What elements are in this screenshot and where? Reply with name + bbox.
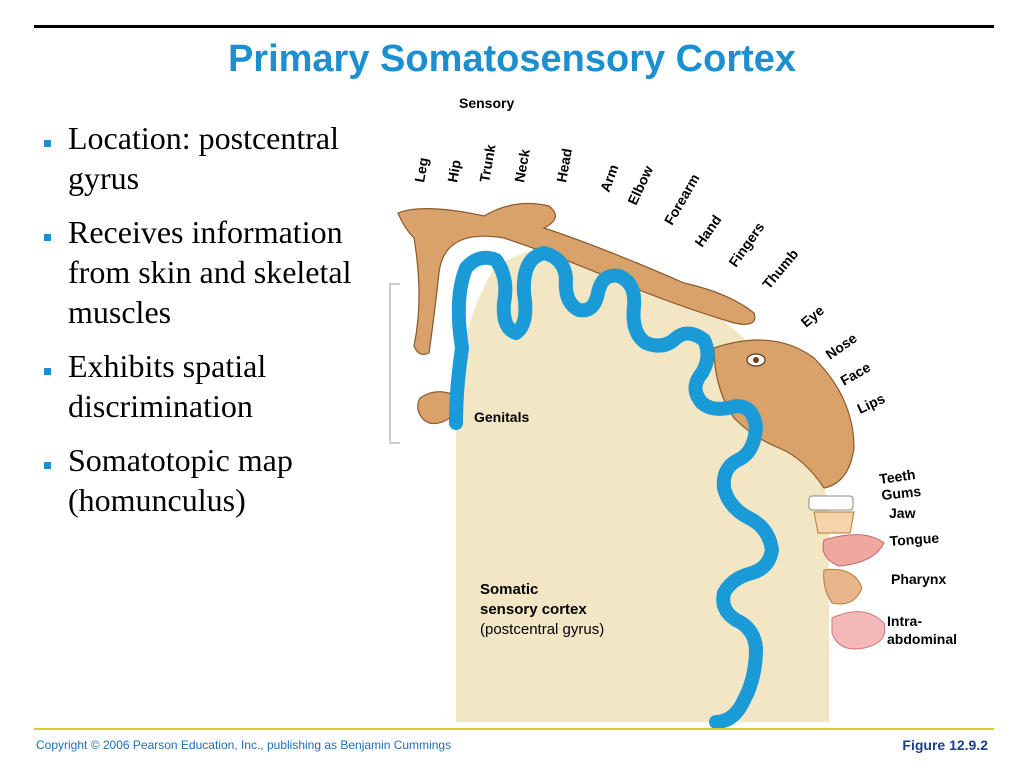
copyright-text: Copyright © 2006 Pearson Education, Inc.…	[36, 738, 452, 752]
bullet-text: Somatotopic map (homunculus)	[68, 442, 293, 518]
pharynx-shape	[823, 568, 863, 605]
postcentral-gyrus	[449, 246, 779, 728]
bullet-item: Somatotopic map (homunculus)	[40, 440, 370, 520]
intestine-shape	[831, 611, 886, 650]
cortex-label-1: Somatic	[480, 581, 538, 598]
tongue-shape	[822, 534, 885, 567]
homunculus-head	[713, 339, 855, 489]
cortex-label-2: sensory cortex	[480, 601, 587, 618]
homunculus-pupil	[753, 357, 759, 363]
label-fingers: Fingers	[725, 219, 767, 270]
homunculus-figure: Sensory Leg Hip Trunk Neck Head Arm Elbo…	[384, 88, 1004, 728]
label-leg: Leg	[411, 156, 431, 183]
bullet-square-icon	[44, 234, 51, 241]
label-hip: Hip	[444, 159, 464, 184]
label-jaw: Jaw	[889, 505, 916, 521]
label-head: Head	[553, 147, 575, 183]
label-gums: Gums	[881, 483, 922, 503]
label-arm: Arm	[597, 162, 622, 194]
label-intra-abdominal-2: abdominal	[887, 631, 957, 647]
bullet-item: Exhibits spatial discrimination	[40, 346, 370, 426]
label-genitals: Genitals	[474, 409, 529, 425]
label-tongue: Tongue	[889, 530, 940, 549]
teeth-shape	[808, 495, 854, 511]
label-intra-abdominal-1: Intra-	[887, 613, 922, 629]
bullet-list: Location: postcentral gyrus Receives inf…	[40, 118, 370, 534]
label-neck: Neck	[511, 148, 533, 184]
homunculus-diagram: Sensory Leg Hip Trunk Neck Head Arm Elbo…	[389, 95, 957, 728]
bullet-text: Receives information from skin and skele…	[68, 214, 352, 330]
figure-reference: Figure 12.9.2	[902, 737, 988, 753]
bullet-text: Exhibits spatial discrimination	[68, 348, 267, 424]
bullet-square-icon	[44, 368, 51, 375]
footer-rule	[34, 728, 994, 730]
bullet-item: Receives information from skin and skele…	[40, 212, 370, 332]
bullet-text: Location: postcentral gyrus	[68, 120, 340, 196]
label-elbow: Elbow	[624, 163, 656, 207]
homunculus-body	[397, 202, 756, 356]
cortex-label-3: (postcentral gyrus)	[480, 621, 604, 638]
jaw-shape	[813, 511, 855, 534]
label-hand: Hand	[691, 212, 724, 250]
label-nose: Nose	[823, 330, 860, 363]
bracket-line	[389, 283, 400, 444]
label-lips: Lips	[855, 390, 888, 417]
label-teeth: Teeth	[878, 466, 916, 487]
bullet-square-icon	[44, 140, 51, 147]
label-trunk: Trunk	[476, 143, 498, 184]
label-thumb: Thumb	[759, 246, 801, 292]
label-face: Face	[838, 359, 874, 389]
slide-title: Primary Somatosensory Cortex	[227, 38, 797, 80]
bullet-square-icon	[44, 462, 51, 469]
label-pharynx: Pharynx	[891, 571, 946, 587]
label-forearm: Forearm	[661, 171, 703, 228]
bullet-item: Location: postcentral gyrus	[40, 118, 370, 198]
label-eye: Eye	[798, 302, 828, 330]
label-sensory: Sensory	[459, 95, 514, 111]
top-rule	[34, 25, 994, 28]
cortex-section	[455, 246, 829, 722]
